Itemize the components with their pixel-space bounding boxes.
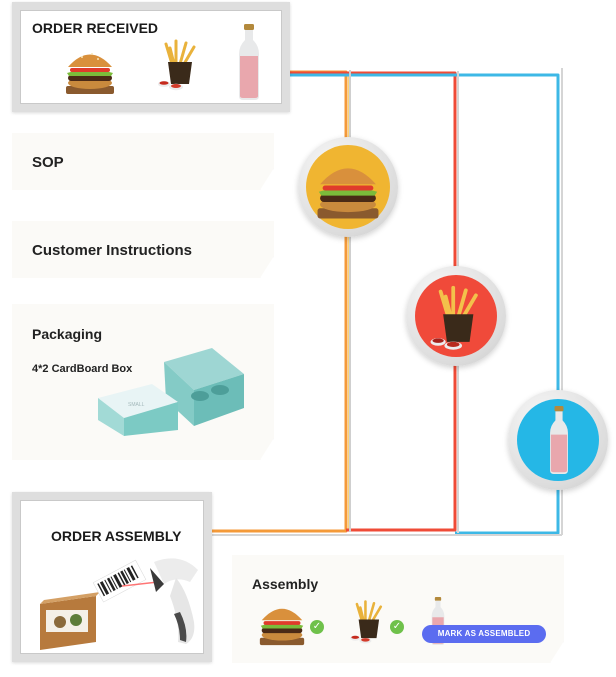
customer-instructions-label: Customer Instructions — [32, 242, 193, 259]
order-received-title: ORDER RECEIVED — [32, 20, 159, 36]
burger-check-icon: ✓ — [310, 620, 324, 634]
mark-as-assembled-button[interactable]: MARK AS ASSEMBLED — [422, 625, 546, 643]
packaging-box-name: 4*2 CardBoard Box — [32, 363, 133, 375]
fries-node[interactable] — [406, 266, 506, 366]
fries-check-icon: ✓ — [390, 620, 404, 634]
sop-card[interactable]: SOP — [12, 133, 274, 190]
packaging-label: Packaging — [32, 326, 103, 342]
order-received-panel: ORDER RECEIVED — [12, 2, 290, 112]
assembly-card: Assembly ✓ ✓ MARK AS ASSEMBLED — [232, 555, 564, 663]
burger-icon — [317, 168, 379, 219]
order-assembly-title: ORDER ASSEMBLY — [51, 528, 182, 544]
burger-icon — [66, 53, 114, 94]
svg-text:SMALL: SMALL — [128, 402, 145, 408]
burger-node[interactable] — [298, 137, 398, 237]
fries-icon — [430, 285, 478, 350]
milkshake-node[interactable] — [508, 390, 608, 490]
barcode-scanner-icon — [40, 558, 198, 650]
fries-icon — [348, 599, 388, 645]
fries-icon — [158, 39, 196, 91]
order-assembly-panel: ORDER ASSEMBLY — [12, 492, 212, 662]
burger-icon — [256, 599, 308, 647]
milkshake-bottle-icon — [550, 406, 568, 474]
milkshake-bottle-icon — [239, 24, 259, 100]
packaging-card[interactable]: Packaging 4*2 CardBoard Box SMALL — [12, 304, 274, 460]
assembly-label: Assembly — [252, 576, 319, 592]
customer-instructions-card[interactable]: Customer Instructions — [12, 221, 274, 278]
sop-label: SOP — [32, 154, 64, 171]
cardboard-box-icon: SMALL — [94, 344, 254, 436]
